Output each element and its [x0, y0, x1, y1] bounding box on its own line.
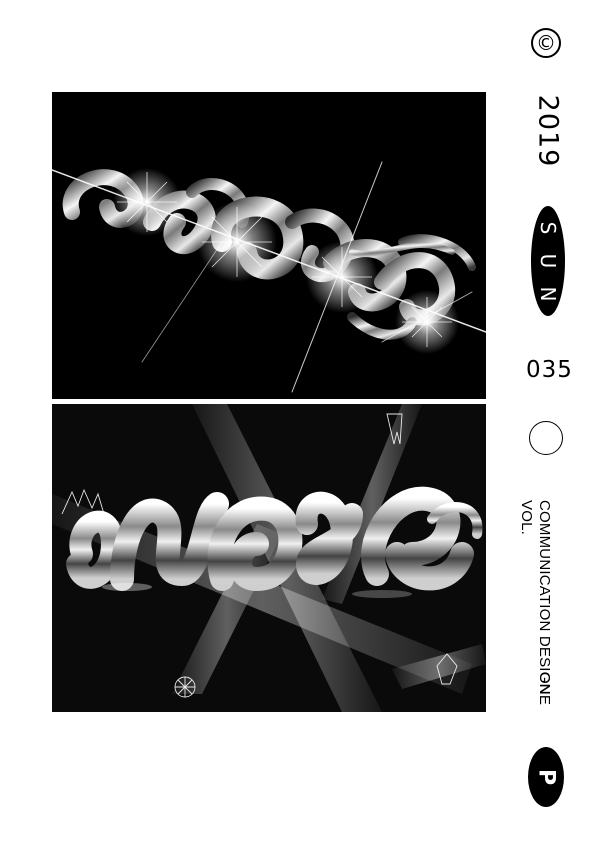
brand-letter-u: U [536, 253, 560, 269]
sun-brand-pill: S U N [531, 206, 565, 316]
p-badge: P [528, 747, 564, 807]
copyright-symbol: © [536, 31, 556, 55]
brand-letter-s: S [536, 221, 560, 235]
issue-number: 035 [526, 357, 573, 383]
copyright-mark: © [531, 28, 561, 58]
top-artwork-panel [52, 92, 486, 399]
chrome-ribbon-lettering-top [52, 92, 486, 399]
chrome-ribbon-lettering-bottom [52, 404, 486, 712]
vol-number-word: ONE [536, 672, 553, 706]
year-label: 2019 [532, 94, 564, 168]
badge-letter: P [533, 768, 559, 786]
series-title: COMMUNICATION DESIGN [536, 500, 553, 695]
circle-mark-icon [529, 421, 563, 455]
vol-label: VOL. [518, 500, 535, 535]
brand-letter-n: N [536, 286, 560, 302]
bottom-artwork-panel [52, 404, 486, 712]
